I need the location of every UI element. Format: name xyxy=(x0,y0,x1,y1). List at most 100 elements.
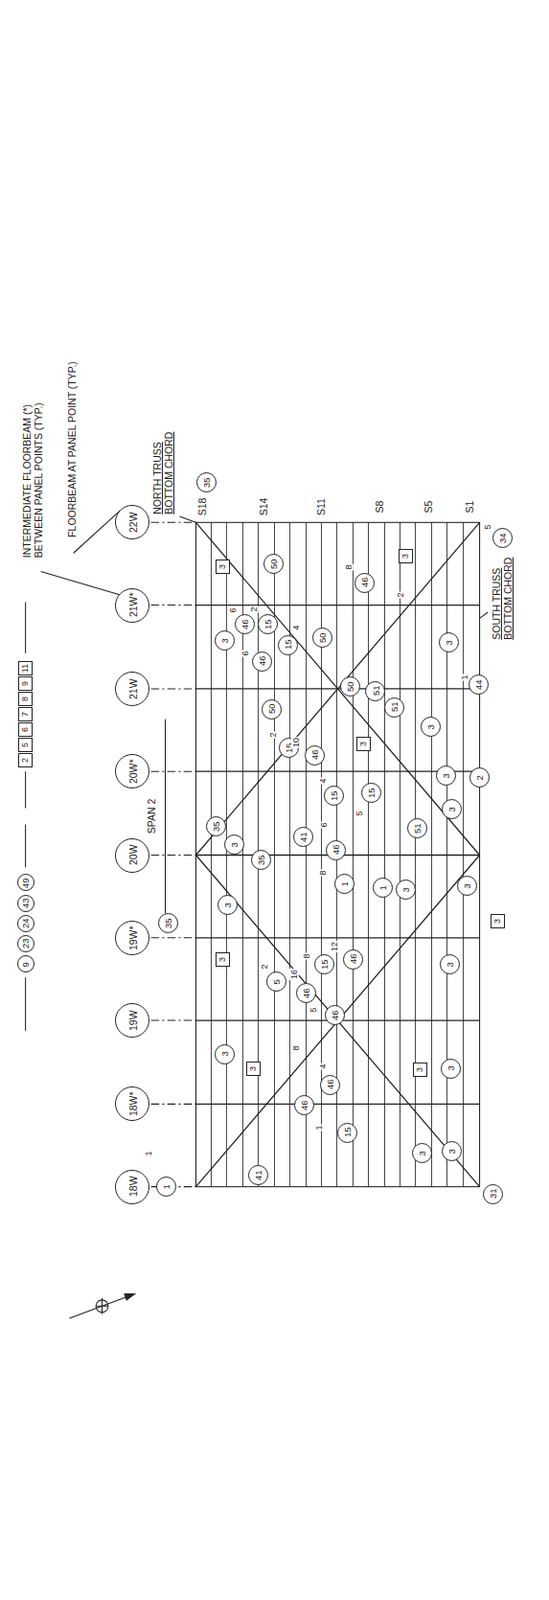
note-text: S1 xyxy=(463,500,476,515)
callout-number: 3 xyxy=(223,902,233,908)
callout-circle: 46 xyxy=(324,1005,345,1026)
callout-number: 2 xyxy=(394,591,405,598)
callout-square: 11 xyxy=(18,661,33,676)
callout-number: 41 xyxy=(253,1170,264,1182)
callout-circle: 35 xyxy=(158,913,179,934)
callout-circle: 3 xyxy=(457,875,478,896)
callout-number: 11 xyxy=(21,663,30,673)
callout-circle: 44 xyxy=(468,674,489,695)
callout-number: 8 xyxy=(317,869,327,876)
note-text: S11 xyxy=(315,497,327,517)
panel-point-circle: 19W xyxy=(114,1003,150,1038)
callout-circle: 15 xyxy=(323,785,344,806)
callout-number: 3 xyxy=(493,918,503,924)
callout-square: 3 xyxy=(412,1062,428,1077)
callout-circle: 46 xyxy=(325,840,346,861)
lateral-bracing xyxy=(195,522,480,1187)
span-dimension-line xyxy=(164,719,166,914)
panel-point-label: 18W xyxy=(127,1176,138,1198)
callout-circle: 3 xyxy=(441,1141,462,1162)
callout-number: 15 xyxy=(320,959,330,970)
callout-circle: 3 xyxy=(411,1143,433,1164)
callout-circle: 46 xyxy=(251,651,273,672)
callout-number: 4 xyxy=(317,1062,327,1070)
panel-point-circle: 20W xyxy=(114,838,150,873)
callout-circle: 15 xyxy=(361,782,382,803)
callout-number: 46 xyxy=(348,954,359,965)
callout-circle: 35 xyxy=(205,816,227,837)
callout-number: 6 xyxy=(228,606,238,614)
callout-number: 16 xyxy=(289,968,299,981)
callout-circle: 49 xyxy=(17,873,35,892)
callout-number: 15 xyxy=(262,619,273,631)
callout-number: 3 xyxy=(426,724,436,730)
panel-point-label: 22W xyxy=(127,512,138,534)
callout-circle: 46 xyxy=(354,572,375,594)
callout-circle: 3 xyxy=(439,954,460,975)
callout-circle: 24 xyxy=(17,915,35,933)
callout-number: 3 xyxy=(401,887,412,893)
callout-square: 6 xyxy=(18,722,33,737)
callout-number: 6 xyxy=(21,727,30,732)
callout-square: 3 xyxy=(398,549,413,564)
callout-number: 6 xyxy=(239,649,250,657)
callout-number: 24 xyxy=(21,918,31,930)
callout-number: 43 xyxy=(21,897,31,909)
callout-number: 50 xyxy=(345,681,356,692)
callout-circle: 51 xyxy=(407,818,428,839)
callout-circle: 51 xyxy=(365,681,386,702)
callout-number: 31 xyxy=(488,1189,499,1200)
callout-circle: 3 xyxy=(435,765,457,786)
callout-circle: 3 xyxy=(438,632,459,653)
callout-number: 8 xyxy=(300,952,311,960)
note-text: INTERMEDIATE FLOORBEAM (*) BETWEEN PANEL… xyxy=(21,363,45,559)
callout-square: 3 xyxy=(356,736,371,752)
callout-circle: 41 xyxy=(248,1165,269,1186)
callout-square: 3 xyxy=(246,1061,261,1076)
callout-number: 34 xyxy=(497,532,507,544)
callout-number: 3 xyxy=(218,957,228,962)
callout-number: 51 xyxy=(412,823,423,835)
callout-circle: 2 xyxy=(469,767,490,788)
callout-square: 8 xyxy=(18,691,33,707)
callout-circle: 43 xyxy=(17,894,35,913)
floorbeam-lines xyxy=(195,605,480,1105)
callout-number: 46 xyxy=(240,619,251,631)
callout-number: 6 xyxy=(318,821,328,828)
callout-circle: 51 xyxy=(384,697,405,718)
callout-circle: 3 xyxy=(420,716,441,737)
callout-circle: 1 xyxy=(156,1176,177,1197)
callout-number: 8 xyxy=(291,1044,301,1052)
callout-number: 1 xyxy=(378,885,389,891)
callout-circle: 50 xyxy=(312,627,333,648)
callout-number: 15 xyxy=(366,787,377,799)
callout-number: 23 xyxy=(21,938,31,950)
callout-number: 9 xyxy=(21,961,31,967)
callout-number: 1 xyxy=(314,1123,324,1131)
callout-number: 8 xyxy=(343,564,354,572)
note-text: SOUTH TRUSS BOTTOM CHORD xyxy=(490,552,514,641)
callout-circle: 46 xyxy=(234,614,255,635)
callout-circle: 34 xyxy=(492,527,513,549)
callout-number: 35 xyxy=(256,855,267,867)
callout-circle: 35 xyxy=(196,472,217,493)
callout-number: 2 xyxy=(268,731,278,738)
leader-lines xyxy=(179,516,488,619)
callout-number: 8 xyxy=(21,696,30,702)
panel-point-label: 20W* xyxy=(127,758,138,784)
callout-circle: 23 xyxy=(17,935,35,953)
callout-number: 50 xyxy=(318,632,328,643)
callout-circle: 15 xyxy=(277,635,298,656)
callout-number: 44 xyxy=(474,679,484,690)
callout-number: 41 xyxy=(298,831,309,843)
callout-number: 15 xyxy=(329,790,340,801)
callout-number: 3 xyxy=(447,1148,458,1154)
panel-point-circle: 19W* xyxy=(114,920,150,956)
callout-number: 46 xyxy=(331,845,342,856)
panel-point-label: 18W* xyxy=(127,1092,138,1118)
callout-number: 51 xyxy=(370,686,381,697)
callout-circle: 9 xyxy=(17,955,35,973)
callout-number: 50 xyxy=(267,704,277,715)
note-text: S8 xyxy=(373,500,386,515)
